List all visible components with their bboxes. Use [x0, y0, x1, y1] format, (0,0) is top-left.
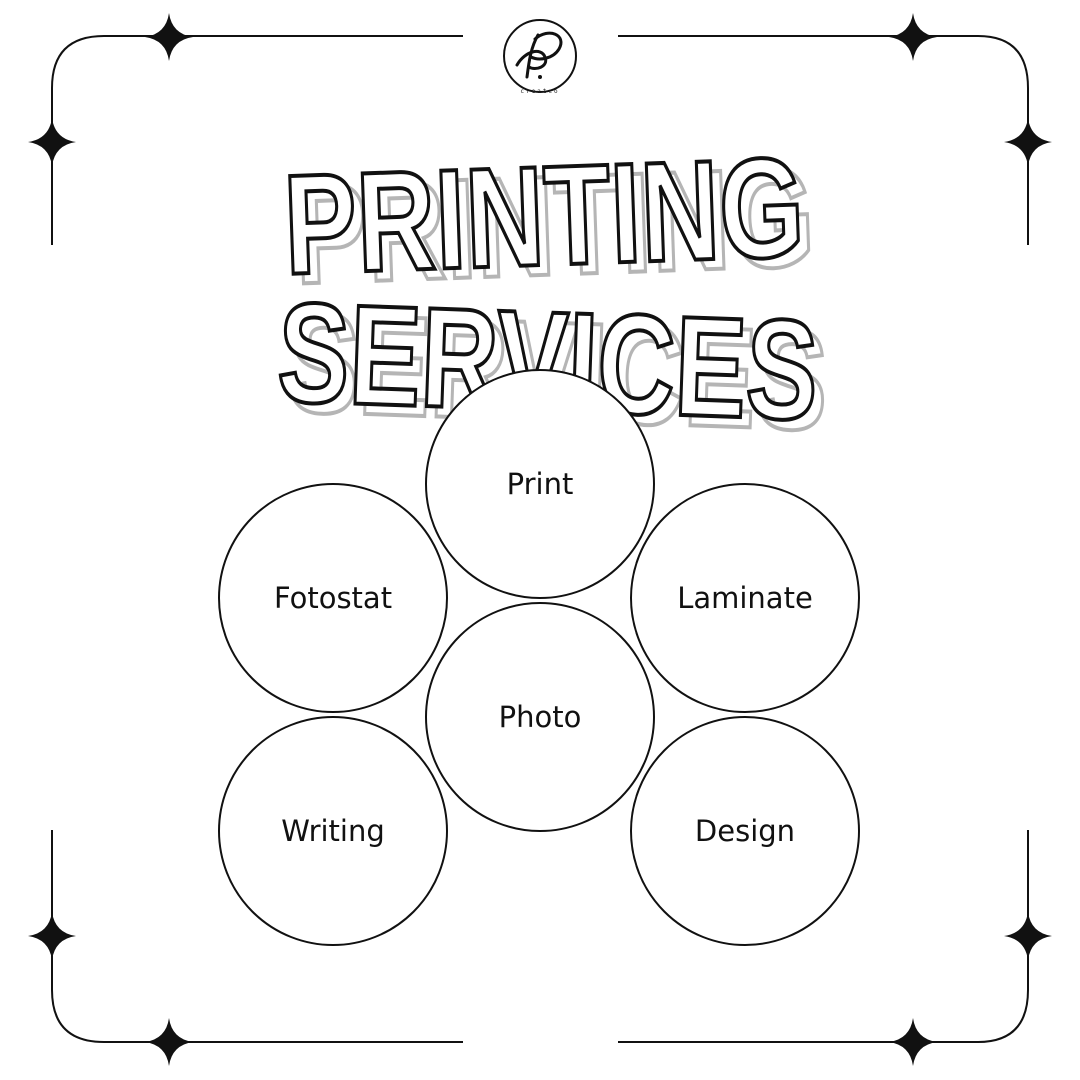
title-line1: PRINTING	[281, 128, 806, 305]
service-label-writing: Writing	[281, 814, 385, 848]
service-circle-laminate: Laminate	[630, 483, 860, 713]
sparkle-icon	[1004, 118, 1052, 166]
service-circle-writing: Writing	[218, 716, 448, 946]
handwritten-p-monogram-icon	[515, 31, 563, 79]
sparkle-icon	[889, 13, 937, 61]
service-circle-photo: Photo	[425, 602, 655, 832]
service-circle-design: Design	[630, 716, 860, 946]
sparkle-icon	[145, 1018, 193, 1066]
service-label-fotostat: Fotostat	[273, 581, 393, 615]
title-line1-shadow: PRINTING	[292, 137, 817, 314]
sparkle-icon	[145, 13, 193, 61]
sparkle-icon	[28, 912, 76, 960]
logo-caption: creatco	[520, 88, 560, 95]
service-label-laminate: Laminate	[677, 581, 813, 615]
service-circle-fotostat: Fotostat	[218, 483, 448, 713]
service-label-design: Design	[694, 814, 796, 848]
sparkle-icon	[1004, 912, 1052, 960]
service-label-print: Print	[506, 467, 574, 501]
brand-logo	[503, 19, 577, 93]
sparkle-icon	[28, 118, 76, 166]
service-label-photo: Photo	[498, 700, 582, 734]
service-circle-print: Print	[425, 369, 655, 599]
sparkle-icon	[889, 1018, 937, 1066]
